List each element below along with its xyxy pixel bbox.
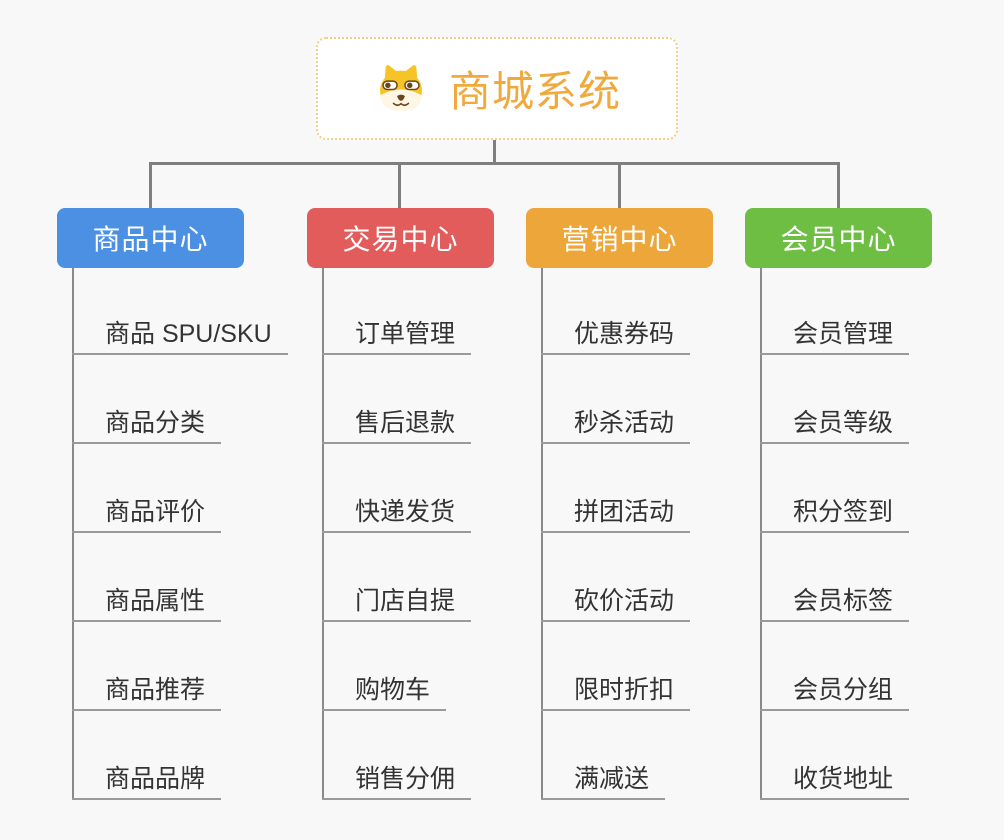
child-topic[interactable]: 拼团活动 [541,497,691,533]
branch-node-trade-center[interactable]: 交易中心 [307,208,494,268]
branch-node-product-center[interactable]: 商品中心 [57,208,244,268]
connector-drop-trade [398,162,401,209]
child-topic[interactable]: 商品评价 [72,497,222,533]
branch-trunk-line [72,268,74,800]
child-topic[interactable]: 会员等级 [760,408,910,444]
child-topic[interactable]: 满减送 [541,764,666,800]
child-topic[interactable]: 商品推荐 [72,675,222,711]
branch-trunk-line [760,268,762,800]
root-node-title: 商城系统 [448,68,621,115]
child-topic[interactable]: 快递发货 [322,497,472,533]
child-topic[interactable]: 购物车 [322,675,447,711]
child-topic[interactable]: 商品 SPU/SKU [72,319,288,355]
branch-label: 交易中心 [342,224,459,255]
branch-node-marketing-center[interactable]: 营销中心 [526,208,713,268]
connector-root-drop [493,140,496,164]
child-topic[interactable]: 门店自提 [322,586,472,622]
child-topic[interactable]: 砍价活动 [541,586,691,622]
child-topic[interactable]: 商品分类 [72,408,222,444]
child-topic[interactable]: 销售分佣 [322,764,472,800]
connector-horizontal-bar [149,162,840,165]
connector-drop-marketing [618,162,621,209]
child-topic[interactable]: 会员标签 [760,586,910,622]
branch-label: 营销中心 [561,224,678,255]
branch-label: 商品中心 [92,224,209,255]
branch-trunk-line [322,268,324,800]
child-topic[interactable]: 会员分组 [760,675,910,711]
shiba-dog-icon [379,64,422,111]
child-topic[interactable]: 商品属性 [72,586,222,622]
branch-node-member-center[interactable]: 会员中心 [745,208,932,268]
child-topic[interactable]: 售后退款 [322,408,472,444]
root-node-mall-system[interactable]: 商城系统 [316,37,678,140]
child-topic[interactable]: 收货地址 [760,764,910,800]
child-topic[interactable]: 秒杀活动 [541,408,691,444]
branch-trunk-line [541,268,543,800]
child-topic[interactable]: 限时折扣 [541,675,691,711]
child-topic[interactable]: 积分签到 [760,497,910,533]
connector-drop-member [837,162,840,209]
child-topic[interactable]: 优惠券码 [541,319,691,355]
child-topic[interactable]: 会员管理 [760,319,910,355]
child-topic[interactable]: 商品品牌 [72,764,222,800]
child-topic[interactable]: 订单管理 [322,319,472,355]
connector-drop-product [149,162,152,209]
branch-label: 会员中心 [780,224,897,255]
